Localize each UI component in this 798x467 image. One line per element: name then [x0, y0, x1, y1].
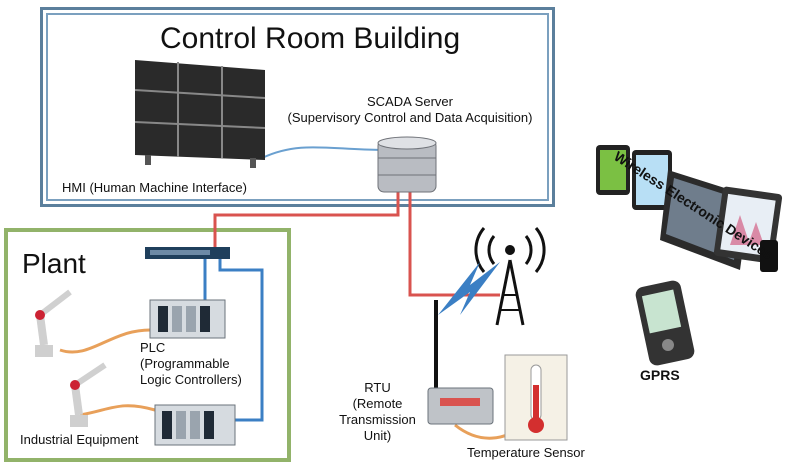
hmi-label: HMI (Human Machine Interface) — [62, 180, 247, 195]
control-room-frame — [40, 7, 555, 207]
temperature-sensor-icon — [504, 354, 568, 441]
industrial-equipment-label: Industrial Equipment — [20, 432, 139, 447]
rtu-label-line3: Transmission — [339, 412, 416, 427]
plc-label-line2: (Programmable — [140, 356, 230, 371]
scada-label: SCADA Server (Supervisory Control and Da… — [275, 94, 545, 126]
rtu-device-icon — [427, 300, 494, 425]
rtu-label-line4: Unit) — [363, 428, 392, 443]
wireless-signal-icon — [438, 262, 500, 315]
plc-unit-icon-1 — [149, 299, 226, 339]
plc-label-line1: PLC — [140, 340, 166, 355]
gprs-phone-icon — [635, 280, 695, 366]
robot-arm-icon-2 — [70, 362, 107, 427]
scada-switch-red-cable — [213, 190, 400, 258]
rtu-label: RTU (Remote Transmission Unit) — [330, 380, 425, 444]
robot1-plc1-cable — [59, 328, 151, 354]
hmi-monitor-wall — [134, 60, 266, 168]
plant-title: Plant — [22, 248, 86, 279]
temperature-sensor-label: Temperature Sensor — [467, 445, 585, 460]
hmi-scada-cable — [261, 146, 386, 159]
scada-label-line1: SCADA Server — [367, 94, 453, 109]
robot2-plc2-cable — [79, 404, 156, 417]
network-switch-icon — [145, 247, 230, 259]
scada-server-icon — [377, 136, 437, 193]
plc-label: PLC (Programmable Logic Controllers) — [140, 340, 242, 388]
plc-unit-icon-2 — [154, 404, 236, 446]
plc-label-line3: Logic Controllers) — [140, 372, 242, 387]
rtu-label-line2: (Remote — [352, 396, 403, 411]
robot-arm-icon-1 — [35, 289, 72, 357]
control-room-title: Control Room Building — [160, 22, 461, 55]
wireless-devices-icon — [596, 145, 783, 272]
scada-label-line2: (Supervisory Control and Data Acquisitio… — [287, 110, 533, 125]
gprs-label: GPRS — [640, 367, 680, 383]
switch-plc2-blue-cable — [218, 258, 264, 422]
radio-tower-icon — [474, 227, 546, 326]
rtu-label-line1: RTU — [364, 380, 391, 395]
